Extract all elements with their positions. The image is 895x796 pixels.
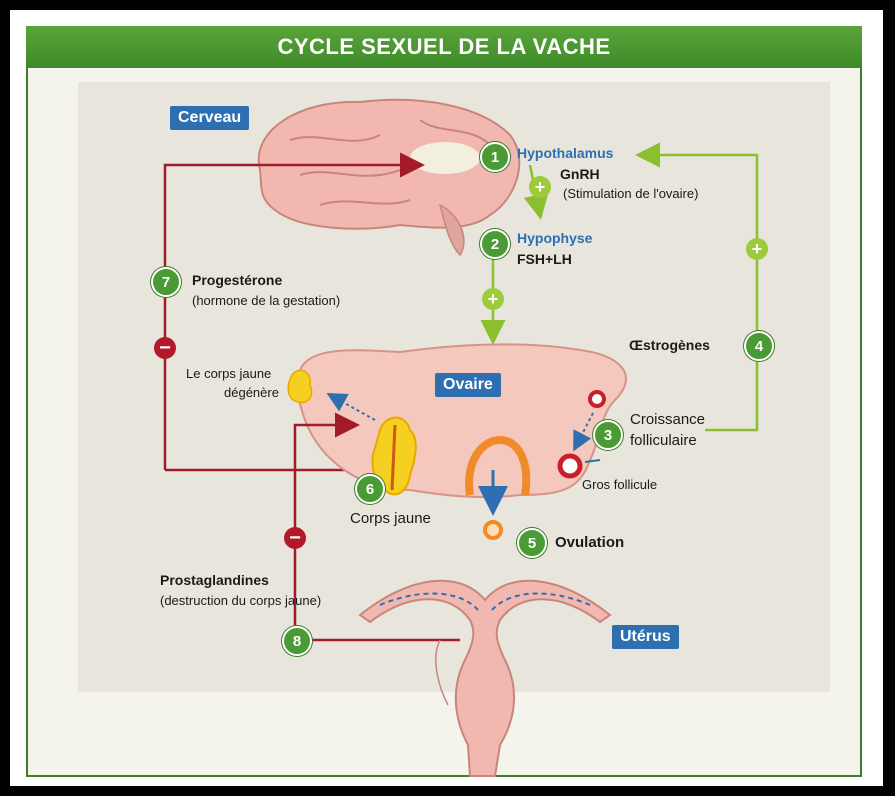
step-2-badge: 2 [480,229,510,259]
progesterone-minus-sign: − [154,337,176,359]
degenerate-label-line2: dégénère [224,385,279,400]
brain-illustration [259,100,520,255]
degenerate-label-line1: Le corps jaune [186,366,271,381]
estrogen-plus-sign: + [746,238,768,260]
progesterone-note: (hormone de la gestation) [192,293,340,308]
gnrh-note: (Stimulation de l'ovaire) [563,186,698,201]
big-follicle-label: Gros follicule [582,477,657,492]
step-3-badge: 3 [593,420,623,450]
ovulation-label: Ovulation [555,534,624,551]
step-8-badge: 8 [282,626,312,656]
uterus-illustration [360,581,610,776]
prostaglandins-label: Prostaglandines [160,572,269,588]
progesterone-label: Progestérone [192,272,282,288]
big-follicle [560,456,580,476]
follicle-growth-line2: folliculaire [630,432,697,449]
uterus-tag: Utérus [612,625,679,649]
fsh-lh-label: FSH+LH [517,251,572,267]
prostaglandin-minus-sign: − [284,527,306,549]
degenerating-corpus-luteum [288,370,311,402]
follicle-growth-line1: Croissance [630,411,705,428]
step-5-badge: 5 [517,528,547,558]
hypothalamus-label: Hypothalamus [517,145,613,161]
prostaglandins-note: (destruction du corps jaune) [160,593,321,608]
hypophyse-label: Hypophyse [517,230,592,246]
step-7-badge: 7 [151,267,181,297]
corpus-luteum-label: Corps jaune [350,510,431,527]
gnrh-plus-sign: + [529,176,551,198]
step-6-badge: 6 [355,474,385,504]
fsh-lh-plus-sign: + [482,288,504,310]
estrogens-label: Œstrogènes [629,337,710,353]
gnrh-label: GnRH [560,166,600,182]
small-follicle [590,392,604,406]
ovum [485,522,501,538]
step-4-badge: 4 [744,331,774,361]
ovary-tag: Ovaire [435,373,501,397]
brain-tag: Cerveau [170,106,249,130]
step-1-badge: 1 [480,142,510,172]
